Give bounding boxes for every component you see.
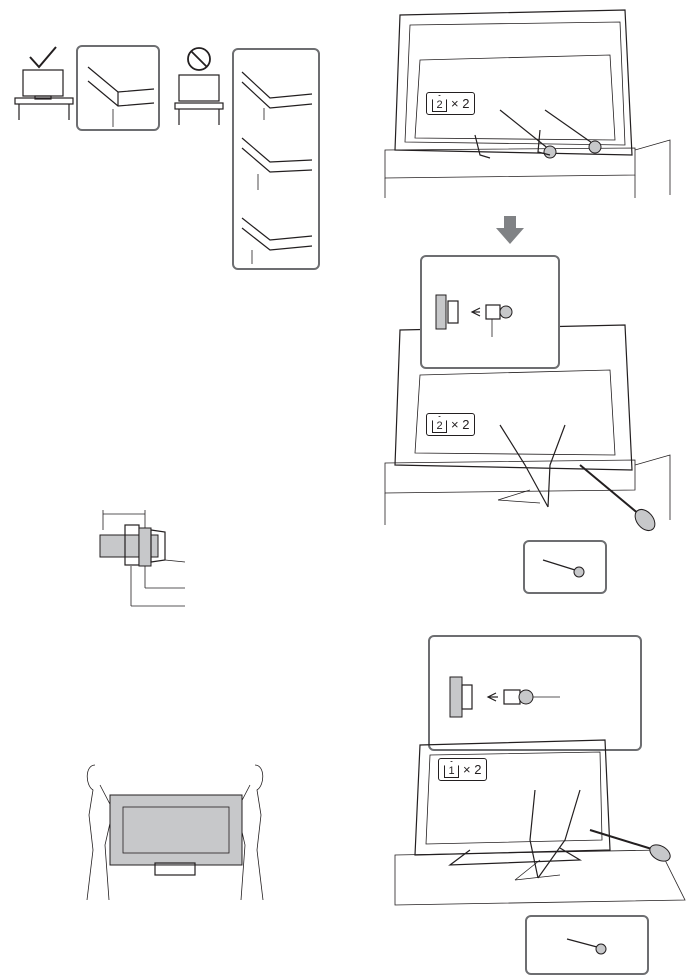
placement-guide: [10, 40, 330, 270]
step-remove-screws: 2 × 2: [380, 0, 680, 200]
correct-detail-callout: [76, 45, 160, 131]
tv-rear-view: [380, 0, 680, 200]
screw-qty-badge-middle: 2 × 2: [426, 413, 475, 436]
tv-on-stand-correct: [15, 68, 85, 123]
screw-key-icon: 1: [444, 761, 459, 778]
screw-detail-callout-alt: [428, 635, 642, 751]
screw-small-callout-alt: [525, 915, 649, 975]
screw-detail-callout: [420, 255, 560, 369]
screw-key-icon: 2: [432, 95, 447, 112]
tv-on-stand-wrong: [175, 75, 235, 130]
screw-small-callout: [523, 540, 607, 594]
bolt-cross-section: [95, 500, 195, 610]
down-arrow-icon: [496, 216, 524, 244]
screw-key-icon: 2: [432, 416, 447, 433]
checkmark-icon: [28, 45, 58, 70]
screw-qty-badge-top: 2 × 2: [426, 92, 475, 115]
prohibited-icon: [186, 46, 212, 72]
carrying-tv-illustration: [75, 755, 275, 905]
wrong-detail-callout: [232, 48, 320, 270]
step-attach-screws: 2 × 2: [380, 245, 689, 595]
step-attach-screws-alt: 1 × 2: [390, 630, 689, 975]
screw-qty-badge-bottom: 1 × 2: [438, 758, 487, 781]
